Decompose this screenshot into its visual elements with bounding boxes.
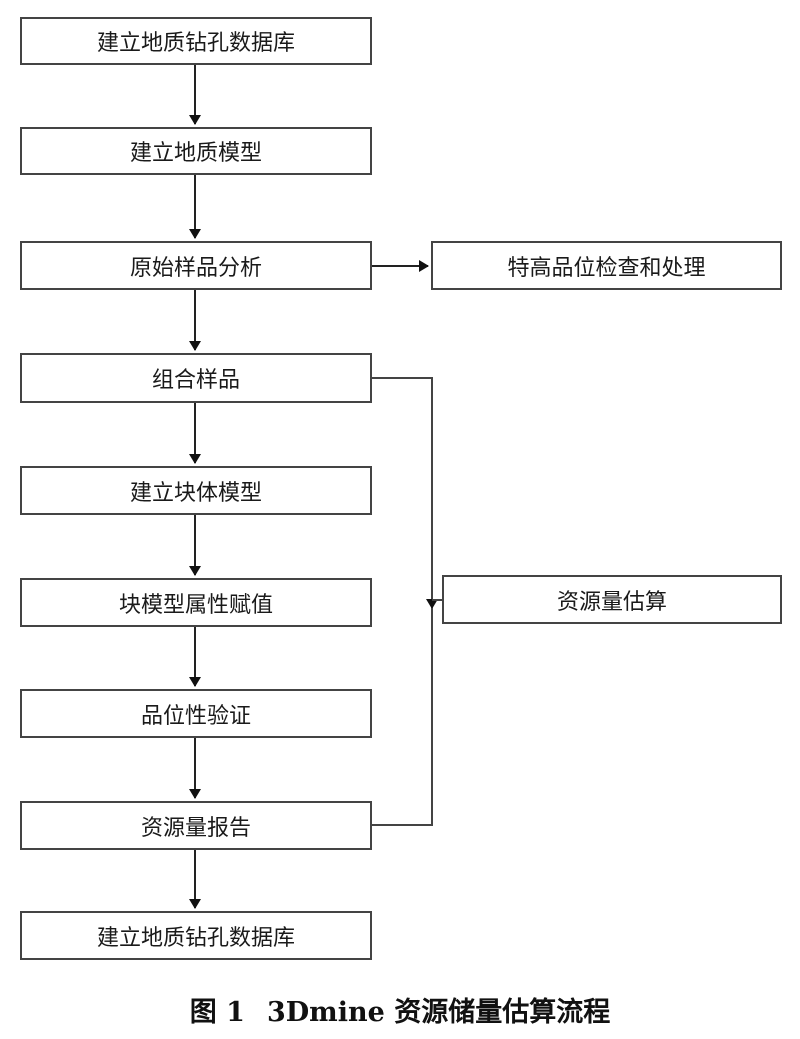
- step-label: 建立地质钻孔数据库: [96, 925, 295, 951]
- step-label: 资源量估算: [556, 589, 667, 615]
- step-high-grade-check: 特高品位检查和处理: [431, 241, 782, 290]
- figure-number: 图 1: [189, 997, 245, 1028]
- step-label: 块模型属性赋值: [118, 592, 273, 618]
- step-label: 建立地质钻孔数据库: [96, 31, 295, 56]
- step-resource-estimation: 资源量估算: [442, 575, 782, 624]
- step-label: 建立块体模型: [129, 480, 262, 506]
- step-raw-sample-analysis: 原始样品分析: [20, 241, 372, 290]
- figure-title: 3Dmine 资源储量估算流程: [266, 997, 611, 1028]
- step-label: 品位性验证: [140, 703, 251, 729]
- step-build-drill-database-final: 建立地质钻孔数据库: [20, 911, 372, 960]
- step-label: 原始样品分析: [129, 255, 262, 281]
- connector-report-to-estimation: [372, 608, 433, 826]
- connector-combine-to-estimation: [372, 377, 438, 609]
- step-label: 建立地质模型: [129, 141, 262, 166]
- step-composite-samples: 组合样品: [20, 353, 372, 403]
- step-grade-validation: 品位性验证: [20, 689, 372, 738]
- step-label: 资源量报告: [140, 815, 251, 841]
- step-build-geologic-model: 建立地质模型: [20, 127, 372, 175]
- figure-caption: 图 1 3Dmine 资源储量估算流程: [0, 990, 800, 1029]
- step-label: 特高品位检查和处理: [507, 255, 706, 281]
- step-resource-report: 资源量报告: [20, 801, 372, 850]
- step-build-drill-database: 建立地质钻孔数据库: [20, 17, 372, 65]
- step-build-block-model: 建立块体模型: [20, 466, 372, 515]
- step-block-attribute-assignment: 块模型属性赋值: [20, 578, 372, 627]
- step-label: 组合样品: [151, 368, 240, 393]
